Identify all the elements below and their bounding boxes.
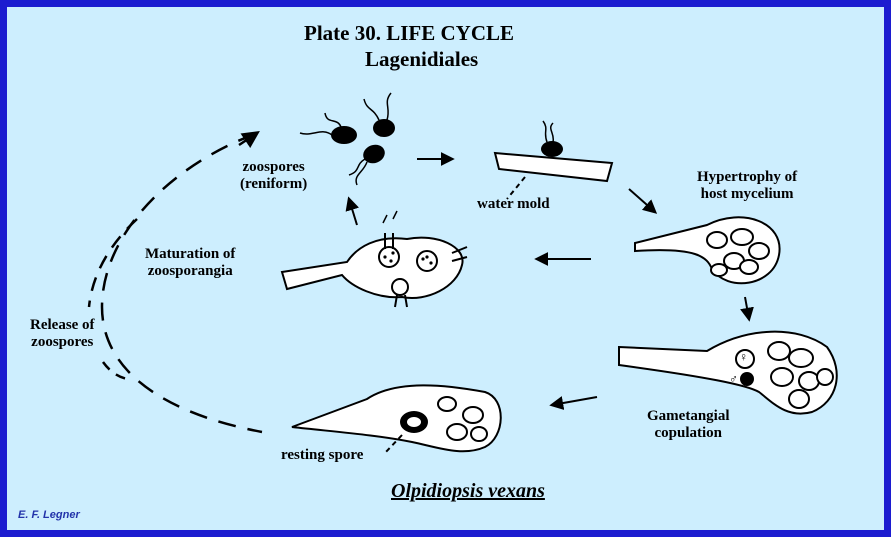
- label-zoospores-line1: zoospores: [242, 159, 305, 175]
- label-maturation-line1: Maturation of: [145, 246, 236, 262]
- release-dashed-branch: [87, 218, 138, 308]
- life-cycle-diagram: [87, 92, 838, 454]
- arrow-to-resting-spore: [549, 396, 598, 410]
- author-credit: E. F. Legner: [18, 509, 80, 521]
- label-gametangial-line1: Gametangial: [647, 408, 730, 424]
- species-name: Olpidiopsis vexans: [391, 480, 545, 502]
- zoospores-illustration: [299, 92, 395, 186]
- arrow-to-gametangial: [740, 296, 754, 322]
- label-gametangial: Gametangial copulation: [647, 408, 730, 442]
- plate-title: Plate 30. LIFE CYCLE: [304, 21, 514, 45]
- diagram-plate: Plate 30. LIFE CYCLE Lagenidiales zoospo…: [7, 7, 884, 530]
- label-zoospores-line2: (reniform): [240, 176, 308, 192]
- male-symbol: ♂: [729, 372, 738, 386]
- arrow-to-hypertrophy: [628, 188, 658, 214]
- label-hypertrophy: Hypertrophy of host mycelium: [697, 169, 797, 203]
- cycle-dashed-arc: [100, 132, 263, 434]
- label-maturation: Maturation of zoosporangia: [145, 246, 235, 280]
- label-release-line2: zoospores: [31, 334, 94, 350]
- female-symbol: ♀: [739, 350, 748, 364]
- label-release-line1: Release of: [30, 317, 95, 333]
- plate-subtitle: Lagenidiales: [365, 47, 479, 71]
- hypertrophy-illustration: [634, 216, 781, 285]
- water-mold-illustration: [493, 120, 614, 200]
- label-gametangial-line2: copulation: [654, 425, 722, 441]
- resting-spore-illustration: [291, 384, 502, 454]
- arrow-to-zoospores: [345, 196, 359, 226]
- label-hypertrophy-line2: host mycelium: [700, 186, 794, 202]
- cycle-arrow-head: [238, 131, 260, 149]
- zoosporangia-illustration: [280, 210, 468, 308]
- label-water-mold: water mold: [477, 196, 550, 212]
- label-hypertrophy-line1: Hypertrophy of: [697, 169, 798, 185]
- label-resting-spore: resting spore: [281, 447, 364, 463]
- release-dashed-branch-lower: [101, 361, 128, 381]
- label-zoospores: zoospores (reniform): [240, 159, 307, 193]
- label-maturation-line2: zoosporangia: [147, 263, 233, 279]
- gametangial-illustration: [618, 330, 838, 415]
- label-release: Release of zoospores: [30, 317, 95, 351]
